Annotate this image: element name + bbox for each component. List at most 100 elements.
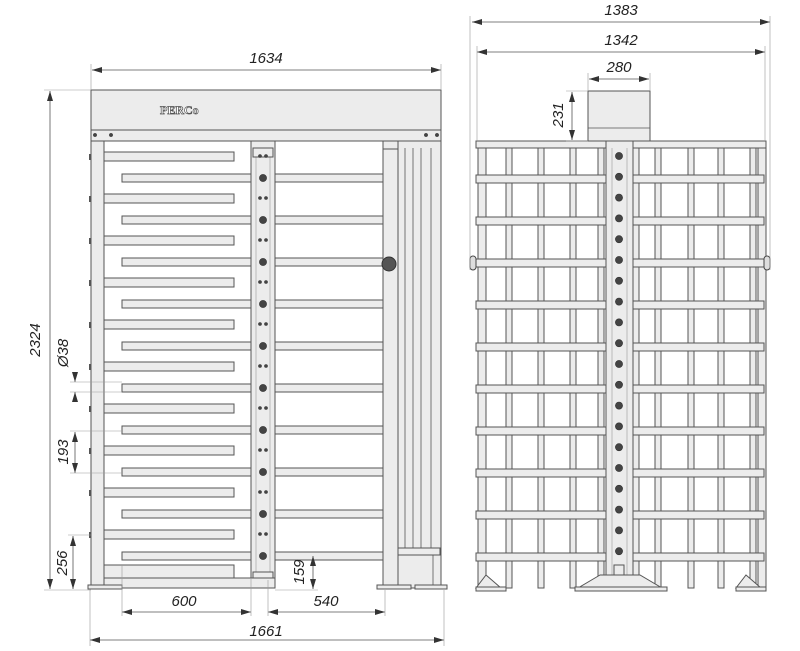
frame-post: [537, 147, 545, 589]
bolt: [264, 490, 268, 494]
bolt: [264, 364, 268, 368]
foot-right: [414, 584, 448, 590]
foot-gusset: [734, 574, 763, 589]
post-clip: [89, 364, 91, 370]
frame-post: [749, 147, 757, 589]
rotor-head: [252, 147, 274, 158]
bar-mount-hole: [615, 297, 623, 306]
bar-mount-hole: [259, 552, 267, 560]
screw: [435, 133, 439, 137]
bolt: [264, 280, 268, 284]
dim-frame-width: 1342: [604, 32, 638, 49]
dim-box-height: 231: [550, 102, 567, 128]
grid-bar-right: [632, 384, 765, 394]
dim-rotor-clearance: 159: [291, 559, 308, 585]
grid-bar-left: [475, 426, 607, 436]
bar-mount-hole: [259, 216, 267, 224]
bar-mount-hole: [615, 235, 623, 244]
frame-post: [757, 147, 767, 589]
foot-left: [376, 584, 412, 590]
post-clip: [89, 490, 91, 496]
short-bar: [103, 403, 235, 414]
short-bar: [103, 319, 235, 330]
short-bar: [103, 151, 235, 162]
grid-bar-right: [632, 174, 765, 184]
bolt: [258, 154, 262, 158]
side-handle: [763, 255, 771, 271]
short-bar: [103, 193, 235, 204]
rotor-foot: [252, 571, 274, 579]
bar-mount-hole: [259, 342, 267, 350]
bar-mount-hole: [259, 384, 267, 392]
bar-mount-hole: [615, 547, 623, 556]
post-clip: [89, 280, 91, 286]
bar-mount-hole: [615, 380, 623, 389]
bolt: [264, 196, 268, 200]
bolt: [258, 196, 262, 200]
short-bar: [103, 361, 235, 372]
bolt: [264, 322, 268, 326]
bar-mount-hole: [615, 152, 623, 160]
left-post: [90, 140, 105, 589]
frame-post: [632, 147, 640, 589]
grid-bar-right: [632, 258, 765, 268]
bar-mount-hole: [259, 426, 267, 434]
screw: [93, 133, 97, 137]
dim-bar-pitch: 193: [55, 439, 72, 465]
front-view: [87, 89, 448, 590]
bolt: [258, 280, 262, 284]
bar-mount-hole: [615, 484, 623, 493]
grid-bar-right: [632, 300, 765, 310]
side-handle: [469, 255, 477, 271]
bar-mount-hole: [615, 214, 623, 223]
side-panel: [397, 140, 442, 589]
bolt: [258, 364, 262, 368]
dim-total-height: 2324: [27, 323, 44, 357]
bolt: [258, 448, 262, 452]
short-bar: [103, 277, 235, 288]
grid-bar-left: [475, 174, 607, 184]
bottom-bar: [103, 564, 235, 579]
bar-mount-hole: [615, 443, 623, 452]
base-plate: [103, 577, 276, 589]
canopy: [90, 89, 442, 131]
side-view: [469, 90, 771, 592]
short-bar: [103, 487, 235, 498]
grid-bar-right: [632, 468, 765, 478]
grid-bar-left: [475, 342, 607, 352]
post-clip: [89, 322, 91, 328]
grid-bar-right: [632, 216, 765, 226]
frame-post: [717, 147, 725, 589]
grid-bar-right: [632, 510, 765, 520]
foot-plate: [735, 586, 767, 592]
bar-mount-hole: [259, 258, 267, 266]
bar-mount-hole: [615, 193, 623, 202]
bar-mount-hole: [615, 256, 623, 264]
bolt: [258, 490, 262, 494]
bolt: [264, 406, 268, 410]
dim-bar-diameter: Ø38: [55, 338, 72, 368]
bar-mount-hole: [615, 276, 623, 285]
frame-post: [477, 147, 487, 589]
dim-right-passage: 540: [313, 593, 339, 610]
screw: [109, 133, 113, 137]
frame-post: [654, 147, 662, 589]
grid-bar-left: [475, 300, 607, 310]
frame-post: [505, 147, 513, 589]
grid-bar-left: [475, 552, 607, 562]
bar-mount-hole: [615, 464, 623, 472]
short-bar: [103, 529, 235, 540]
screw: [424, 133, 428, 137]
top-beam: [90, 129, 442, 142]
bar-mount-hole: [259, 468, 267, 476]
grid-bar-left: [475, 384, 607, 394]
bar-mount-hole: [615, 505, 623, 514]
grid-bar-right: [632, 552, 765, 562]
bolt: [258, 406, 262, 410]
bolt: [264, 154, 268, 158]
bar-mount-hole: [615, 318, 623, 327]
right-post: [382, 140, 399, 589]
bolt: [258, 322, 262, 326]
perco-logo: PERCo: [160, 103, 199, 117]
